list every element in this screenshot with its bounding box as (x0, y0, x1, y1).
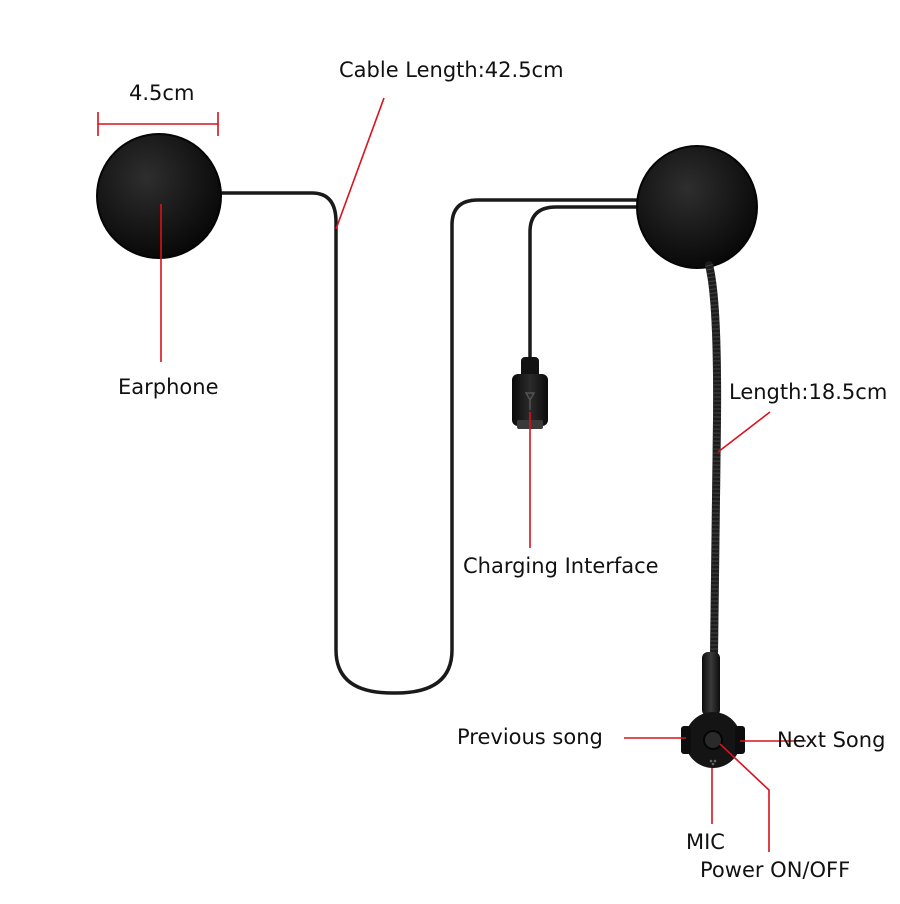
previous-song-label: Previous song (457, 725, 603, 749)
mic-boom (705, 261, 722, 659)
main-cable (213, 191, 642, 695)
mic-label: MIC (686, 830, 725, 854)
mic-control-unit (681, 652, 745, 768)
mic-length-label: Length:18.5cm (729, 380, 888, 404)
charging-interface-label: Charging Interface (463, 554, 659, 578)
earphone-label: Earphone (118, 375, 219, 399)
leader-lines (97, 97, 806, 852)
width-label: 4.5cm (129, 81, 195, 105)
charging-cable (528, 205, 642, 374)
left-earphone (96, 133, 222, 259)
next-song-label: Next Song (777, 728, 886, 752)
usb-connector (512, 357, 548, 429)
right-earphone (636, 145, 758, 269)
cable-length-label: Cable Length:42.5cm (339, 58, 564, 82)
power-label: Power ON/OFF (700, 858, 851, 882)
